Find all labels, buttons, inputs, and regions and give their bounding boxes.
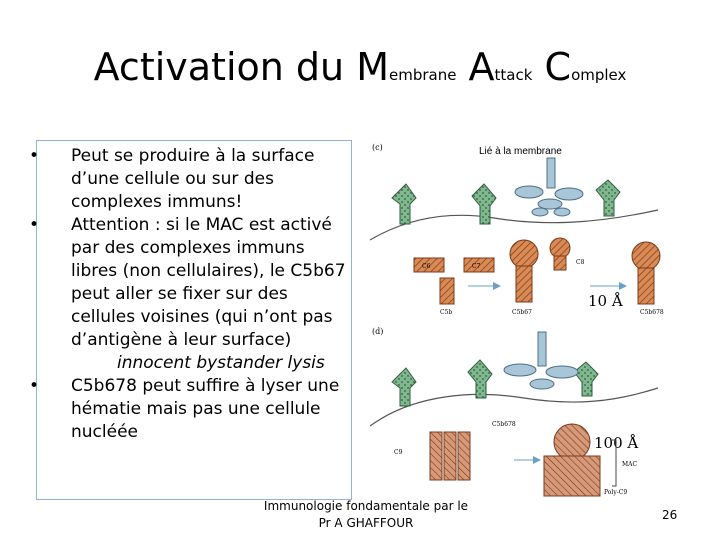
membrane-line-c	[369, 209, 659, 241]
antibody-shape	[391, 367, 417, 407]
bullet-text-surface: Peut se produire à la surface d’une cell…	[71, 146, 315, 212]
bullet-marker: •	[29, 146, 40, 166]
complement-fan	[503, 331, 579, 390]
panel-c-label: (c)	[372, 143, 383, 152]
bullet-marker: •	[29, 376, 40, 396]
c8-label: C8	[576, 259, 585, 266]
bullet-text-attention: Attention : si le MAC est activé par des…	[71, 215, 346, 350]
c5b67-complex	[509, 239, 539, 303]
mac-label: MAC	[622, 461, 637, 468]
membrane-label: Lié à la membrane	[479, 146, 562, 157]
c9-label: C9	[394, 449, 403, 456]
title-part-a: A	[456, 45, 495, 89]
panel-d-label: (d)	[372, 327, 383, 336]
size-10-label: 10 Å	[588, 292, 623, 310]
mac-figure: (c) Lié à la membrane C6 C7 C5b	[364, 140, 664, 500]
antibody-shape	[573, 361, 599, 397]
bullet-item: • Peut se produire à la surface d’une ce…	[29, 145, 353, 214]
membrane-line-d	[369, 387, 659, 427]
c9-stack	[429, 431, 471, 481]
bullet-item: • C5b678 peut suffire à lyser une hémati…	[29, 375, 353, 444]
antibody-shape	[471, 183, 497, 225]
c6-label: C6	[422, 263, 431, 270]
title-part-omplex: omplex	[571, 66, 627, 84]
c5b678-label: C5b678	[640, 309, 664, 316]
poly-c9-label: Poly-C9	[604, 489, 627, 496]
bullet-list: • Peut se produire à la surface d’une ce…	[29, 145, 353, 444]
content-box: • Peut se produire à la surface d’une ce…	[29, 140, 353, 500]
antibody-shape	[595, 179, 621, 217]
footer-text: Immunologie fondamentale par le Pr A GHA…	[263, 499, 469, 530]
title-part-ttack: ttack	[494, 66, 533, 84]
slide-title: Activation du Membrane Attack Complex	[0, 44, 720, 98]
title-part-embrane: embrane	[389, 66, 457, 84]
c5b-label: C5b	[440, 309, 452, 316]
c5b67-label: C5b67	[512, 309, 532, 316]
c5b678-complex	[631, 241, 661, 305]
antibody-shape	[391, 183, 417, 225]
bullet-italic-bystander: innocent bystander lysis	[117, 353, 325, 373]
bullet-marker: •	[29, 215, 40, 235]
c8-lollipop	[549, 237, 571, 271]
bullet-item: • Attention : si le MAC est activé par d…	[29, 214, 353, 375]
c7-box	[463, 257, 495, 273]
c6-box	[413, 257, 445, 273]
title-part-m: Activation du M	[93, 45, 389, 89]
page-number: 26	[662, 508, 678, 522]
antibody-shape	[467, 359, 493, 399]
complement-fan	[514, 157, 584, 217]
c5b678-d-label: C5b678	[492, 421, 516, 428]
mac-bracket	[612, 439, 617, 487]
mac-pore	[543, 423, 601, 497]
c5b-column	[439, 277, 455, 305]
title-part-c: C	[532, 45, 572, 89]
bullet-text-hematie: C5b678 peut suffire à lyser une hématie …	[71, 376, 340, 442]
c7-label: C7	[472, 263, 481, 270]
